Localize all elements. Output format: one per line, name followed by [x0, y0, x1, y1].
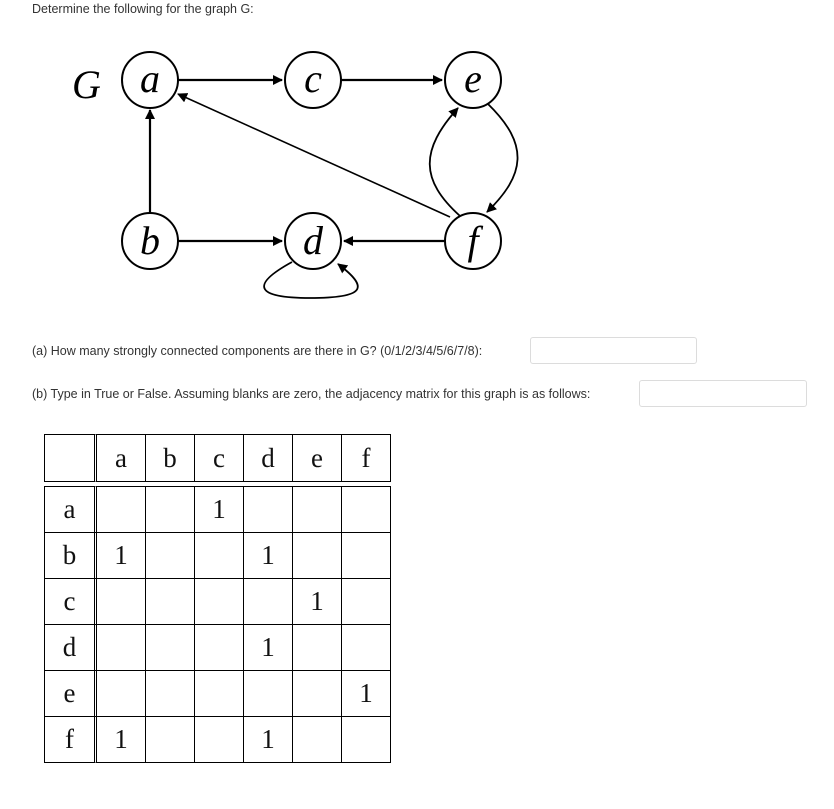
matrix-cell [341, 486, 391, 533]
matrix-row: a 1 [44, 486, 396, 533]
matrix-cell [292, 624, 342, 671]
matrix-cell [292, 532, 342, 579]
matrix-cell: 1 [243, 624, 293, 671]
matrix-cell [341, 624, 391, 671]
matrix-cell [96, 624, 146, 671]
matrix-row: d 1 [44, 624, 396, 671]
directed-graph-diagram: G a c e b d f [72, 51, 519, 299]
matrix-cell [194, 532, 244, 579]
matrix-cell: 1 [292, 578, 342, 625]
node-d [284, 212, 342, 270]
matrix-col-header: f [341, 434, 391, 482]
edge-f-e [428, 107, 461, 217]
matrix-row: f 1 1 [44, 716, 396, 763]
matrix-cell [145, 532, 195, 579]
matrix-row-header: e [44, 670, 97, 717]
matrix-cell [194, 716, 244, 763]
matrix-cell: 1 [96, 532, 146, 579]
matrix-row: c 1 [44, 578, 396, 625]
matrix-cell: 1 [243, 532, 293, 579]
matrix-row-header: c [44, 578, 97, 625]
matrix-cell: 1 [243, 716, 293, 763]
matrix-cell: 1 [194, 486, 244, 533]
matrix-col-header: e [292, 434, 342, 482]
matrix-col-header: b [145, 434, 195, 482]
matrix-cell [145, 716, 195, 763]
matrix-row-header: b [44, 532, 97, 579]
matrix-corner-cell [44, 434, 97, 482]
matrix-cell [194, 578, 244, 625]
graph-label: G [72, 62, 101, 107]
matrix-cell [243, 486, 293, 533]
matrix-cell [292, 716, 342, 763]
matrix-row-header: f [44, 716, 97, 763]
matrix-cell [243, 670, 293, 717]
node-label-e: e [464, 56, 482, 101]
matrix-row-header: a [44, 486, 97, 533]
matrix-row-header: d [44, 624, 97, 671]
matrix-cell [96, 670, 146, 717]
node-e [444, 51, 502, 109]
matrix-col-header: c [194, 434, 244, 482]
node-label-b: b [140, 218, 160, 263]
matrix-cell [145, 486, 195, 533]
answer-a-input[interactable] [530, 337, 697, 364]
matrix-cell: 1 [341, 670, 391, 717]
matrix-cell [194, 624, 244, 671]
node-label-d: d [303, 218, 324, 263]
matrix-cell [96, 486, 146, 533]
node-a [121, 51, 179, 109]
node-b [121, 212, 179, 270]
matrix-cell [292, 486, 342, 533]
matrix-cell [243, 578, 293, 625]
matrix-row: b 1 1 [44, 532, 396, 579]
edge-d-d [263, 261, 359, 299]
matrix-cell: 1 [96, 716, 146, 763]
matrix-cell [96, 578, 146, 625]
matrix-cell [194, 670, 244, 717]
matrix-cell [145, 624, 195, 671]
matrix-cell [145, 670, 195, 717]
matrix-cell [341, 716, 391, 763]
matrix-row: e 1 [44, 670, 396, 717]
matrix-cell [145, 578, 195, 625]
node-label-a: a [140, 56, 160, 101]
matrix-cell [292, 670, 342, 717]
answer-b-input[interactable] [639, 380, 807, 407]
node-f [444, 212, 502, 270]
node-label-c: c [304, 56, 322, 101]
matrix-col-header: d [243, 434, 293, 482]
node-c [284, 51, 342, 109]
matrix-col-header: a [96, 434, 146, 482]
question-a-label: (a) How many strongly connected componen… [32, 344, 483, 358]
matrix-header-row: a b c d e f [44, 434, 396, 482]
adjacency-matrix-table: a b c d e f a 1 b 1 1 c [44, 434, 396, 763]
page-title: Determine the following for the graph G: [32, 2, 254, 16]
matrix-cell [341, 532, 391, 579]
edge-f-a [177, 93, 451, 218]
matrix-cell [341, 578, 391, 625]
edge-e-f [486, 103, 519, 213]
question-b-label: (b) Type in True or False. Assuming blan… [32, 387, 591, 401]
